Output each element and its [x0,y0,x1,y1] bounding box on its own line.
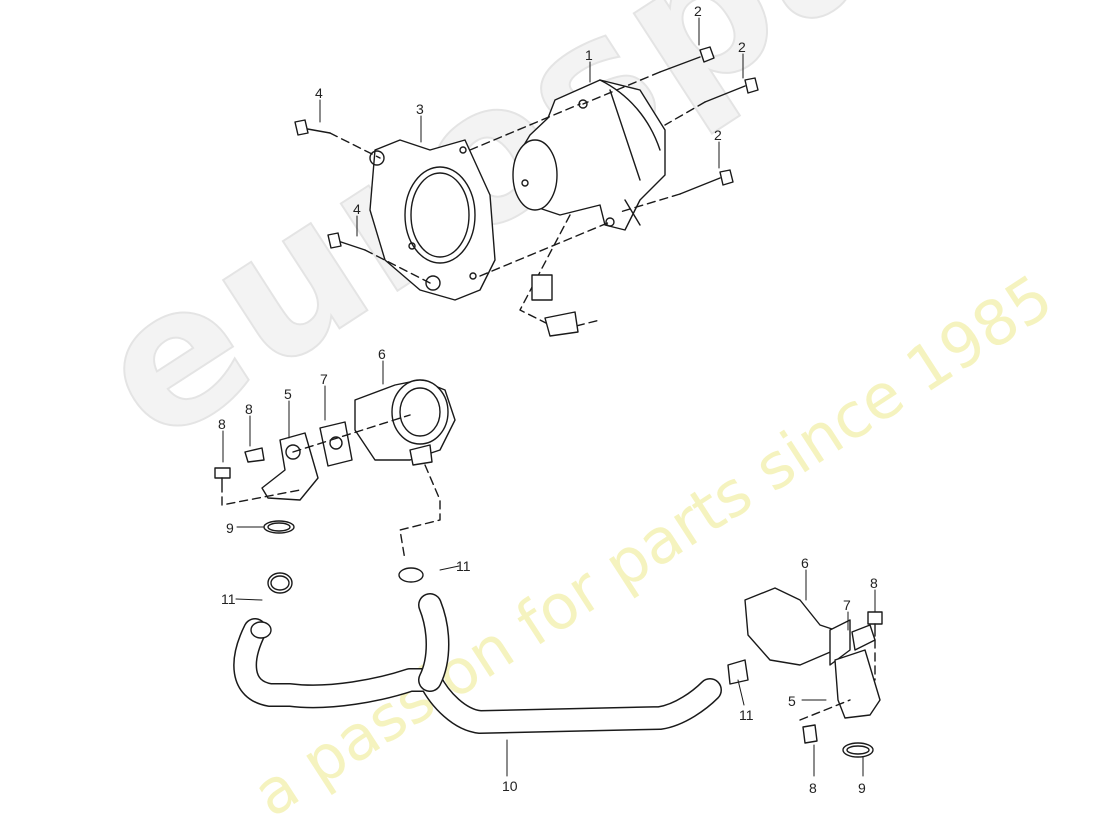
callout-7: 7 [320,371,328,387]
callout-6: 6 [801,555,809,571]
callout-4: 4 [315,85,323,101]
flange-part-3 [369,139,496,301]
callout-2: 2 [694,3,702,19]
right-valve-assembly [744,587,883,758]
callout-10: 10 [502,778,518,794]
callout-3: 3 [416,101,424,117]
callout-5: 5 [284,386,292,402]
callout-8: 8 [245,401,253,417]
callout-5: 5 [788,693,796,709]
parts-diagram: eurospares a passion for parts since 198… [59,0,1100,831]
callout-7: 7 [843,597,851,613]
callout-8: 8 [809,780,817,796]
callout-8: 8 [870,575,878,591]
callout-2: 2 [714,127,722,143]
callout-11: 11 [221,591,236,607]
left-valve-assembly [214,379,456,561]
bolts [294,46,759,284]
callout-9: 9 [226,520,234,536]
vacuum-pump-part-1 [512,79,666,231]
parts-drawing [214,17,883,777]
callout-4: 4 [353,201,361,217]
callout-leaders [222,17,876,777]
callout-9: 9 [858,780,866,796]
callout-11: 11 [739,707,754,723]
callout-8: 8 [218,416,226,432]
pump-hose-dashed [519,214,601,337]
callout-11: 11 [456,558,471,574]
callout-1: 1 [585,47,593,63]
callout-2: 2 [738,39,746,55]
callout-6: 6 [378,346,386,362]
hose-part-10 [233,567,749,734]
